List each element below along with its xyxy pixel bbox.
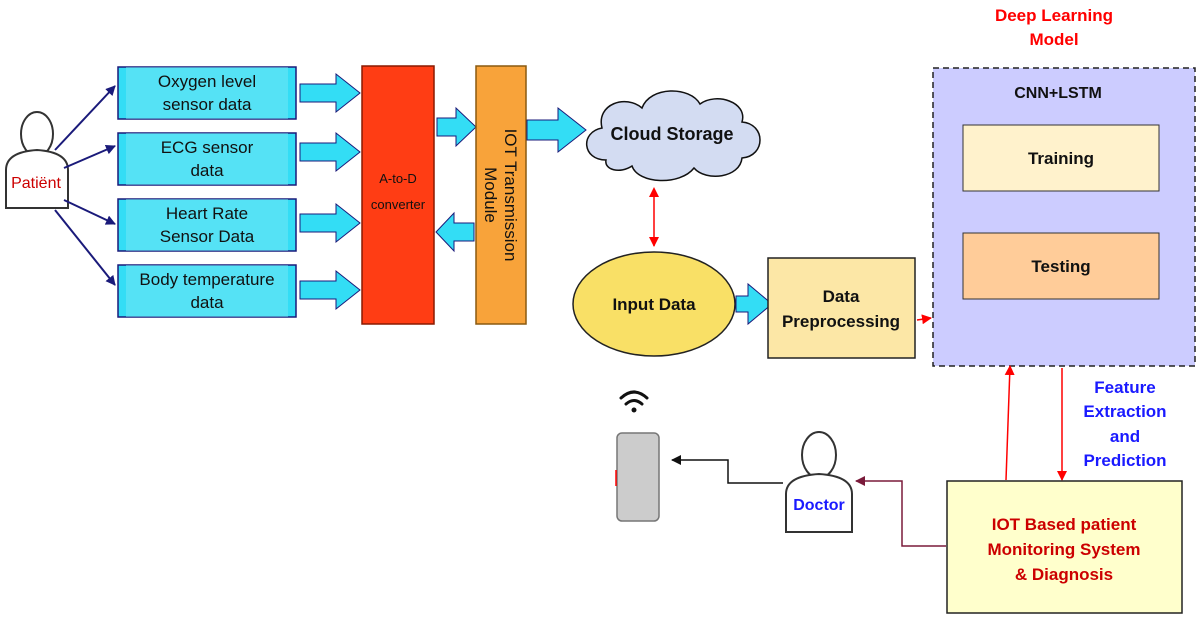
adc-converter-line2: converter [371, 197, 426, 212]
adc-converter: A-to-D converter [361, 65, 435, 325]
sensor-heart-rate-line1: Heart Rate [166, 204, 248, 223]
input-to-preprocessing-arrow [735, 282, 773, 326]
patient-arrows [54, 85, 116, 286]
sensor-body-temperature: Body temperature data [117, 264, 297, 318]
sensor-ecg-line2: data [190, 161, 224, 180]
input-data-label: Input Data [612, 295, 696, 314]
iot-to-cloud-arrow [526, 106, 587, 154]
feature-line2: Extraction [1083, 402, 1166, 421]
feature-line3: and [1110, 427, 1140, 446]
monitoring-system-box [946, 480, 1183, 614]
model-name-label: CNN+LSTM [1014, 85, 1102, 102]
feature-extraction-label: Feature Extraction and Prediction [1083, 378, 1166, 470]
doctor-to-phone-arrow [671, 455, 783, 484]
iot-transmission-module: IOT Transmission Module [475, 65, 527, 325]
training-label: Training [1028, 149, 1094, 168]
preprocessing-line2: Preprocessing [782, 312, 900, 331]
monitoring-to-doctor-arrow [855, 476, 946, 547]
sensor-ecg: ECG sensor data [117, 132, 297, 186]
sensor-heart-rate: Heart Rate Sensor Data [117, 198, 297, 252]
iot-module-line2: Module [481, 167, 500, 223]
sensor-oxygen-line2: sensor data [163, 95, 252, 114]
sensor-to-converter-arrows [299, 72, 361, 311]
feature-line1: Feature [1094, 378, 1155, 397]
patient-label: Patiënt [11, 175, 61, 192]
doctor-icon [785, 431, 853, 533]
input-data-node [572, 251, 736, 357]
preprocessing-to-model-arrow [916, 314, 932, 325]
preprocessing-line1: Data [823, 287, 860, 306]
training-box [962, 124, 1160, 192]
adc-converter-line1: A-to-D [379, 171, 417, 186]
sensor-ecg-line1: ECG sensor [161, 138, 254, 157]
sensor-body-temperature-line1: Body temperature [139, 270, 274, 289]
deep-learning-model-box [932, 67, 1196, 367]
testing-box [962, 232, 1160, 300]
monitoring-line2: Monitoring System [987, 540, 1140, 559]
sensor-oxygen-line1: Oxygen level [158, 72, 256, 91]
sensor-heart-rate-line2: Sensor Data [160, 227, 255, 246]
data-preprocessing-box [767, 257, 916, 359]
deep-learning-title-line1: Deep Learning [995, 6, 1113, 25]
sensor-body-temperature-line2: data [190, 293, 224, 312]
testing-label: Testing [1031, 257, 1090, 276]
feature-line4: Prediction [1083, 451, 1166, 470]
cloud-icon [585, 90, 761, 182]
monitoring-line1: IOT Based patient [992, 515, 1137, 534]
monitoring-to-model-arrow [1004, 365, 1015, 481]
iot-module-line1: IOT Transmission [501, 129, 520, 262]
wifi-icon [619, 390, 649, 413]
monitoring-line3: & Diagnosis [1015, 565, 1113, 584]
cloud-storage-label: Cloud Storage [610, 124, 733, 144]
patient-icon [5, 111, 69, 209]
doctor-label: Doctor [793, 497, 845, 514]
deep-learning-title-line2: Model [1029, 30, 1078, 49]
phone-icon [616, 432, 660, 522]
converter-iot-arrows [435, 106, 477, 253]
sensor-oxygen: Oxygen level sensor data [117, 66, 297, 120]
